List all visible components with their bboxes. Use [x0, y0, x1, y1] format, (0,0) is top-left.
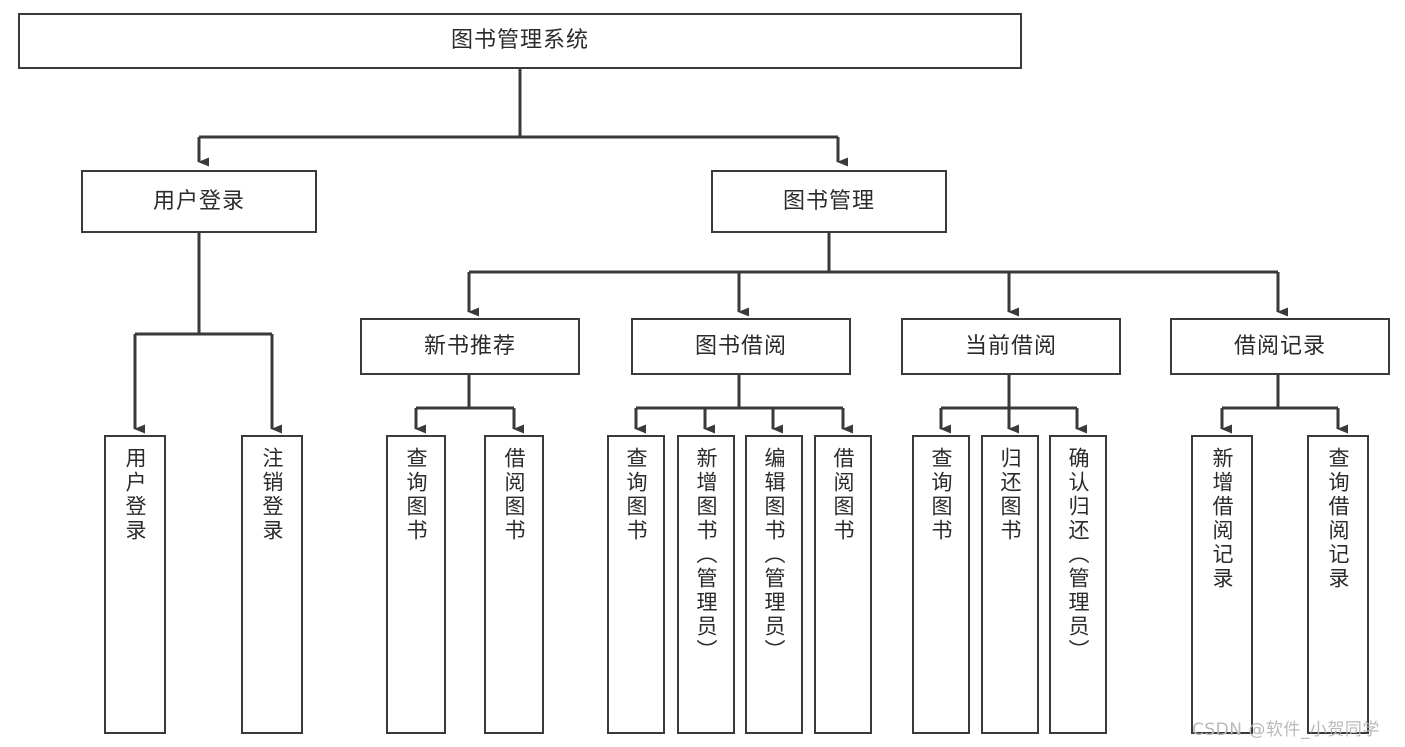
- node-current-borrow[interactable]: 当前借阅: [901, 318, 1121, 375]
- node-leaf-borrow-book-2-label: 借阅图书: [831, 447, 856, 543]
- node-book-borrow[interactable]: 图书借阅: [631, 318, 851, 375]
- node-leaf-user-login[interactable]: 用户登录: [104, 435, 166, 734]
- node-user-login-label: 用户登录: [152, 188, 245, 214]
- node-leaf-borrow-book-2[interactable]: 借阅图书: [814, 435, 872, 734]
- node-leaf-query-book-2[interactable]: 查询图书: [607, 435, 665, 734]
- node-leaf-logout-label: 注销登录: [260, 447, 285, 543]
- node-leaf-add-record[interactable]: 新增借阅记录: [1191, 435, 1253, 734]
- node-leaf-borrow-book-1-label: 借阅图书: [502, 447, 527, 543]
- node-current-borrow-label: 当前借阅: [964, 333, 1057, 359]
- node-borrow-record-label: 借阅记录: [1233, 333, 1326, 359]
- node-leaf-return-book[interactable]: 归还图书: [981, 435, 1039, 734]
- node-user-login[interactable]: 用户登录: [81, 170, 317, 233]
- node-leaf-add-book-label: 新增图书（管理员）: [694, 447, 719, 663]
- node-leaf-query-book-1[interactable]: 查询图书: [386, 435, 446, 734]
- node-leaf-borrow-book-1[interactable]: 借阅图书: [484, 435, 544, 734]
- node-leaf-return-book-label: 归还图书: [998, 447, 1023, 543]
- node-leaf-query-record-label: 查询借阅记录: [1326, 447, 1351, 591]
- node-leaf-user-login-label: 用户登录: [123, 447, 148, 543]
- node-book-management-label: 图书管理: [782, 188, 875, 214]
- node-leaf-add-record-label: 新增借阅记录: [1210, 447, 1235, 591]
- node-root[interactable]: 图书管理系统: [18, 13, 1022, 69]
- node-leaf-logout[interactable]: 注销登录: [241, 435, 303, 734]
- node-leaf-query-book-3-label: 查询图书: [929, 447, 954, 543]
- node-new-book-recommend-label: 新书推荐: [423, 333, 516, 359]
- node-leaf-add-book[interactable]: 新增图书（管理员）: [677, 435, 735, 734]
- node-leaf-edit-book[interactable]: 编辑图书（管理员）: [745, 435, 803, 734]
- node-book-borrow-label: 图书借阅: [694, 333, 787, 359]
- node-root-label: 图书管理系统: [450, 28, 589, 54]
- node-borrow-record[interactable]: 借阅记录: [1170, 318, 1390, 375]
- node-book-management[interactable]: 图书管理: [711, 170, 947, 233]
- node-leaf-edit-book-label: 编辑图书（管理员）: [762, 447, 787, 663]
- node-leaf-confirm-return[interactable]: 确认归还（管理员）: [1049, 435, 1107, 734]
- node-leaf-query-record[interactable]: 查询借阅记录: [1307, 435, 1369, 734]
- node-leaf-confirm-return-label: 确认归还（管理员）: [1066, 447, 1091, 663]
- node-leaf-query-book-2-label: 查询图书: [624, 447, 649, 543]
- node-new-book-recommend[interactable]: 新书推荐: [360, 318, 580, 375]
- node-leaf-query-book-1-label: 查询图书: [404, 447, 429, 543]
- node-leaf-query-book-3[interactable]: 查询图书: [912, 435, 970, 734]
